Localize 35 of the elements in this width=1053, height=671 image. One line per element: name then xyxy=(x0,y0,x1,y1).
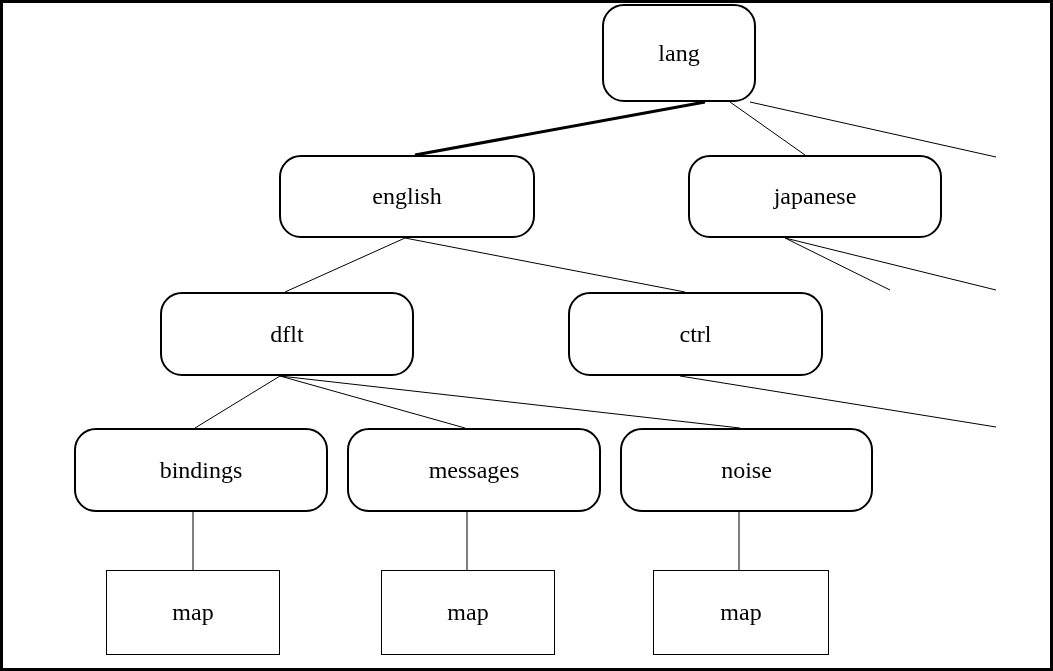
tree-node-box xyxy=(620,428,873,512)
node-label: map xyxy=(447,599,489,626)
tree-node-box xyxy=(602,4,756,102)
tree-node-box xyxy=(688,155,942,238)
connector-line xyxy=(284,237,406,293)
node-label: map xyxy=(720,599,762,626)
tree-node-box xyxy=(347,428,601,512)
connector-line xyxy=(192,511,194,571)
branch-line xyxy=(784,237,891,291)
tree-node-box xyxy=(279,155,535,238)
node-label: map xyxy=(172,599,214,626)
leaf-box xyxy=(653,570,829,655)
connector-line xyxy=(729,101,806,156)
connector-line xyxy=(194,375,281,429)
node-label: english xyxy=(372,183,442,210)
tree-node-box xyxy=(568,292,823,376)
leaf-box xyxy=(106,570,280,655)
node-label: dflt xyxy=(270,320,304,348)
node-label: ctrl xyxy=(679,320,712,348)
connector-line xyxy=(414,100,706,157)
branch-line xyxy=(679,375,997,428)
leaf-box xyxy=(381,570,555,655)
node-label: messages xyxy=(428,456,520,484)
node-label: japanese xyxy=(773,183,857,210)
node-label: lang xyxy=(658,39,700,67)
node-label: bindings xyxy=(159,456,243,484)
connector-line xyxy=(738,511,740,571)
connector-line xyxy=(279,375,741,429)
tree-node-box xyxy=(160,292,414,376)
branch-line xyxy=(749,101,997,158)
node-label: noise xyxy=(721,456,772,484)
branch-line xyxy=(784,237,997,291)
tree-node-box xyxy=(74,428,328,512)
connector-line xyxy=(404,237,686,293)
connector-line xyxy=(466,511,468,571)
